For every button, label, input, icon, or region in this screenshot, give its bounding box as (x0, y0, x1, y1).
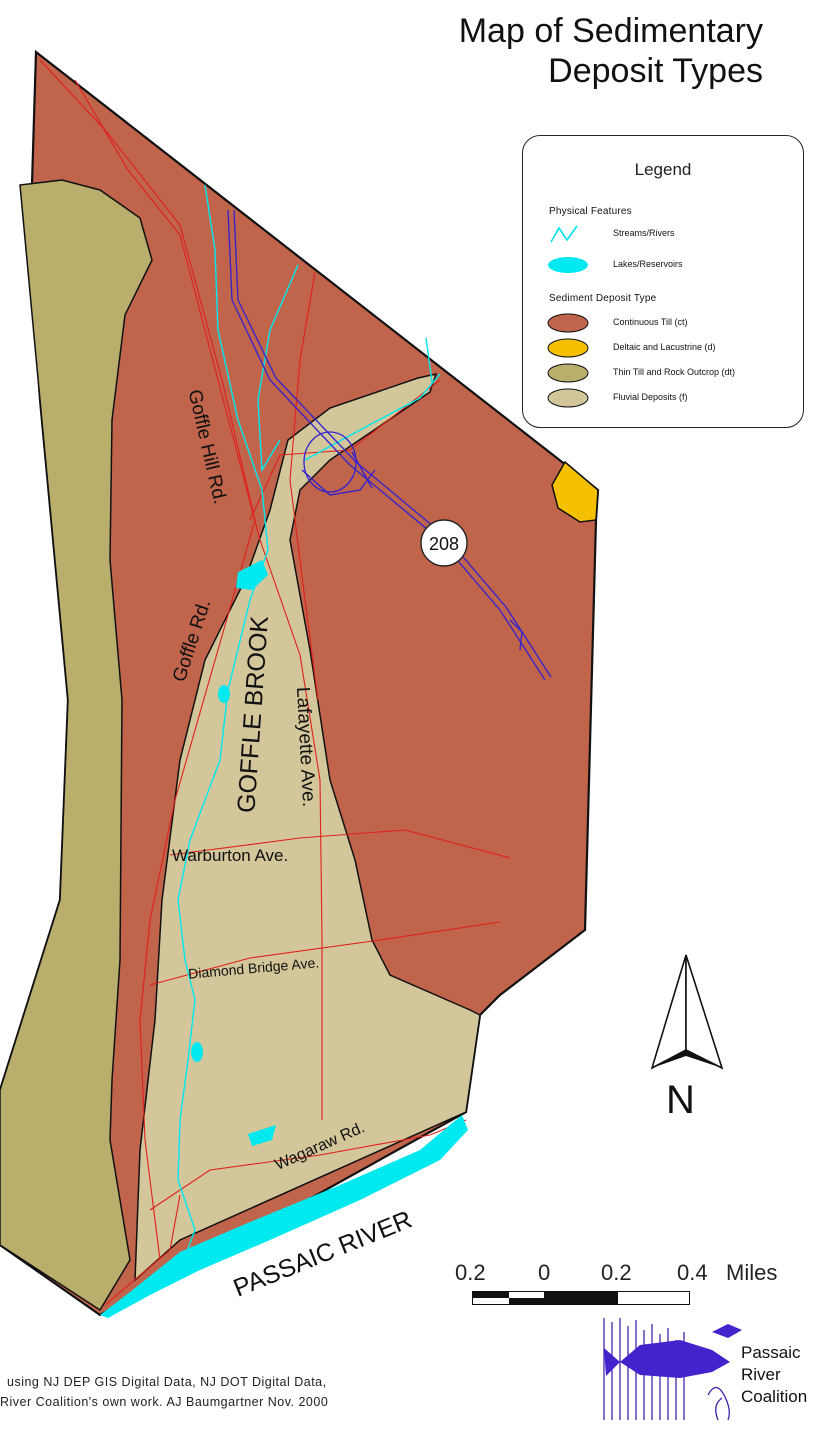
deposit-swatch-icon (547, 388, 589, 408)
scale-tick-label: 0.2 (455, 1260, 486, 1285)
credit-line1: using NJ DEP GIS Digital Data, NJ DOT Di… (7, 1375, 327, 1389)
legend-deposit-label: Fluvial Deposits (f) (613, 392, 688, 402)
scale-unit: Miles (726, 1260, 778, 1285)
map-title-line1: Map of Sedimentary (458, 12, 763, 50)
scale-tick-label: 0 (538, 1260, 551, 1285)
coalition-line2: River (741, 1365, 781, 1384)
legend-box: Legend Physical Features Streams/Rivers … (522, 135, 804, 428)
scale-tick-label: 0.4 (677, 1260, 708, 1285)
coalition-line3: Coalition (741, 1387, 808, 1406)
credit-text: using NJ DEP GIS Digital Data, NJ DOT Di… (0, 1372, 328, 1412)
passaic-river (100, 1115, 468, 1318)
stream-network (177, 184, 441, 1271)
route-208-highway (227, 209, 552, 681)
map-title-line2: Deposit Types (548, 52, 763, 90)
area-thin-till (0, 179, 153, 1312)
coalition-name: Passaic River Coalition (741, 1342, 807, 1408)
north-label: N (666, 1078, 695, 1122)
area-fluvial (134, 372, 481, 1282)
deposit-swatch-icon (547, 363, 589, 383)
lakes (191, 560, 276, 1146)
road-network (39, 59, 511, 1306)
legend-streams-row: Streams/Rivers (547, 224, 803, 244)
coalition-line1: Passaic (741, 1343, 801, 1362)
fish-logo-icon (603, 1318, 742, 1421)
lake-swatch-icon (548, 257, 588, 273)
legend-deposit-row: Fluvial Deposits (f) (547, 388, 803, 408)
route-shield-icon (420, 519, 468, 567)
north-arrow-icon (650, 954, 724, 1070)
scale-tick-label: 0.2 (601, 1260, 632, 1285)
deposit-swatch-icon (547, 338, 589, 358)
credit-line2: River Coalition's own work. AJ Baumgartn… (0, 1395, 329, 1409)
legend-deposit-label: Continuous Till (ct) (613, 317, 688, 327)
legend-streams-label: Streams/Rivers (613, 228, 675, 238)
route-shield-label: 208 (429, 534, 459, 554)
area-deltaic (551, 460, 599, 523)
legend-lakes-label: Lakes/Reservoirs (613, 259, 683, 269)
deposit-swatch-icon (547, 313, 589, 333)
scale-bar (472, 1291, 690, 1305)
label-warburton-ave: Warburton Ave. (172, 846, 289, 865)
legend-deposit-row: Continuous Till (ct) (547, 313, 803, 333)
legend-deposit-label: Thin Till and Rock Outcrop (dt) (613, 367, 736, 377)
legend-deposit-row: Thin Till and Rock Outcrop (dt) (547, 363, 803, 383)
legend-deposit-heading: Sediment Deposit Type (549, 293, 657, 304)
legend-deposit-label: Deltaic and Lacustrine (d) (613, 342, 716, 352)
stream-swatch-icon (550, 225, 578, 243)
legend-deposit-row: Deltaic and Lacustrine (d) (547, 338, 803, 358)
legend-title: Legend (634, 160, 692, 179)
legend-physical-heading: Physical Features (549, 206, 632, 217)
legend-lakes-row: Lakes/Reservoirs (547, 255, 803, 275)
